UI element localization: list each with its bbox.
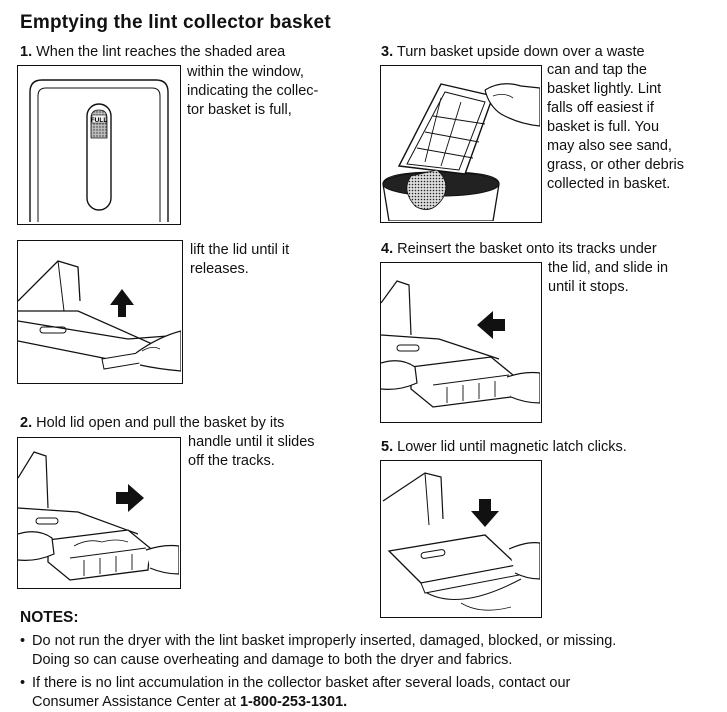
step1-line5: lift the lid until it — [190, 242, 290, 258]
step1-number: 1. — [20, 44, 33, 60]
step3-line4: falls off easiest if — [547, 100, 654, 116]
empty-basket-illustration — [380, 65, 542, 223]
step4-line1: 4. Reinsert the basket onto its tracks u… — [381, 240, 657, 259]
step3-line6: may also see sand, — [547, 138, 672, 154]
step4-text-line1: Reinsert the basket onto its tracks unde… — [397, 241, 657, 257]
step3-line2: can and tap the — [547, 62, 647, 78]
lower-lid-drawing — [382, 472, 540, 611]
note-2-line2-prefix: Consumer Assistance Center at — [32, 694, 240, 710]
step2-number: 2. — [20, 415, 33, 431]
step2-line1: 2. Hold lid open and pull the basket by … — [20, 414, 284, 433]
notes-heading: NOTES: — [20, 609, 79, 626]
step1-line2: within the window, — [187, 64, 304, 80]
step3-line8: collected in basket. — [547, 176, 671, 192]
lint-window-drawing: FULL — [29, 79, 169, 222]
assistance-phone-number: 1-800-253-1301. — [239, 694, 348, 710]
up-arrow-icon — [110, 289, 134, 317]
step2-line2: handle until it slides — [188, 434, 315, 450]
note-1-line2: Doing so can cause overheating and damag… — [32, 652, 513, 668]
step5-number: 5. — [381, 439, 394, 455]
full-label: FULL — [91, 117, 108, 124]
step3-line1: 3. Turn basket upside down over a waste — [381, 43, 645, 62]
lower-lid-illustration — [380, 460, 542, 618]
note-2-line1: If there is no lint accumulation in the … — [32, 675, 571, 691]
step3-number: 3. — [381, 44, 394, 60]
lint-window-illustration: FULL — [17, 65, 181, 225]
reinsert-basket-illustration — [380, 262, 542, 423]
left-arrow-icon — [477, 311, 505, 339]
step5-line1: 5. Lower lid until magnetic latch clicks… — [381, 438, 627, 457]
pull-basket-drawing — [18, 451, 179, 581]
step3-line5: basket is full. You — [547, 119, 660, 135]
step1-line1: 1. When the lint reaches the shaded area — [20, 43, 285, 62]
pull-basket-illustration — [17, 437, 181, 589]
note-1: • Do not run the dryer with the lint bask… — [20, 632, 715, 670]
step4-number: 4. — [381, 241, 394, 257]
step1-text-line1: When the lint reaches the shaded area — [36, 44, 286, 60]
note-2-line2: Consumer Assistance Center at 1-800-253-… — [20, 693, 715, 712]
step1-line3: indicating the collec- — [187, 83, 319, 99]
step4-line3: until it stops. — [548, 279, 629, 295]
note-2-bullet: • — [20, 675, 26, 691]
lift-lid-drawing — [18, 260, 181, 372]
step1-line4: tor basket is full, — [187, 102, 292, 118]
step4-line2: the lid, and slide in — [548, 260, 669, 276]
step1-line6: releases. — [190, 261, 249, 277]
note-1-bullet: • — [20, 633, 26, 649]
note-2: • If there is no lint accumulation in the… — [20, 674, 715, 712]
empty-basket-drawing — [382, 83, 540, 221]
down-arrow-icon — [471, 499, 499, 527]
step5-text-line1: Lower lid until magnetic latch clicks. — [397, 439, 627, 455]
lift-lid-illustration — [17, 240, 183, 384]
step3-line3: basket lightly. Lint — [547, 81, 662, 97]
step2-text-line1: Hold lid open and pull the basket by its — [36, 415, 285, 431]
step3-line7: grass, or other debris — [547, 157, 685, 173]
note-1-line1: Do not run the dryer with the lint baske… — [32, 633, 617, 649]
step2-line3: off the tracks. — [188, 453, 275, 469]
right-arrow-icon — [116, 484, 144, 512]
page-title: Emptying the lint collector basket — [20, 12, 331, 33]
reinsert-basket-drawing — [381, 280, 540, 408]
step3-text-line1: Turn basket upside down over a waste — [396, 44, 645, 60]
